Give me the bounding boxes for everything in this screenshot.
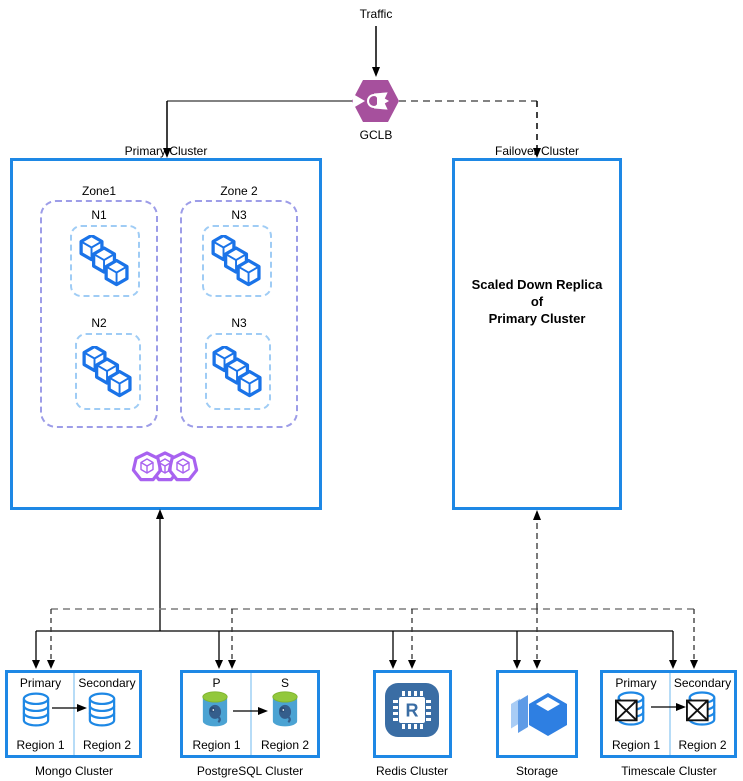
load-balancer-icon (352, 80, 399, 122)
postgres-region2-label: Region 2 (260, 738, 310, 752)
traffic-label: Traffic (359, 7, 393, 21)
timescale-region1-label: Region 1 (611, 738, 661, 752)
timescale-secondary-icon (686, 691, 716, 726)
timescale-cluster-label: Timescale Cluster (621, 764, 717, 778)
node-n3b-box[interactable] (205, 333, 271, 410)
node-n1-box[interactable] (70, 225, 140, 297)
mongo-cluster-box[interactable]: Primary Secondary Region 1 Region 2 (5, 670, 142, 758)
mongo-region1-label: Region 1 (16, 738, 65, 752)
postgres-region1-label: Region 1 (192, 738, 241, 752)
timescale-secondary-label: Secondary (673, 676, 732, 690)
mongo-cluster-label: Mongo Cluster (34, 764, 114, 778)
mongodb-secondary-icon (88, 692, 116, 727)
timescale-primary-icon (615, 691, 645, 726)
mongodb-primary-icon (22, 692, 50, 727)
postgres-p-label: P (212, 676, 221, 690)
kubernetes-hexagons-icon (131, 451, 199, 482)
mongo-secondary-label: Secondary (78, 676, 136, 690)
primary-cluster-box[interactable]: Zone1 N1 N2 (10, 158, 322, 510)
gclb-label: GCLB (359, 128, 393, 142)
zone-1-box[interactable]: N1 N2 (40, 200, 158, 428)
failover-cluster-box[interactable]: Scaled Down Replica of Primary Cluster (452, 158, 622, 510)
redis-cluster-box[interactable]: R (373, 670, 452, 758)
postgres-primary-icon (202, 691, 228, 727)
node-n1-label: N1 (91, 208, 107, 222)
postgresql-cluster-label: PostgreSQL Cluster (196, 764, 304, 778)
failover-body-line1: Scaled Down Replica (471, 277, 603, 292)
postgres-secondary-icon (272, 691, 298, 727)
node-n2-label: N2 (91, 316, 107, 330)
cell-divider (73, 673, 75, 755)
redis-cluster-label: Redis Cluster (375, 764, 449, 778)
node-n3b-label: N3 (231, 316, 247, 330)
storage-box[interactable] (496, 670, 578, 758)
workload-cubes-icon (82, 345, 132, 397)
node-n2-box[interactable] (75, 333, 141, 410)
timescale-region2-label: Region 2 (678, 738, 727, 752)
cell-divider (250, 673, 252, 755)
mongo-region2-label: Region 2 (82, 738, 132, 752)
failover-body-text: Scaled Down Replica of Primary Cluster (455, 276, 619, 327)
cell-divider (669, 673, 671, 755)
failover-body-line3: Primary Cluster (488, 311, 586, 326)
timescale-primary-label: Primary (615, 676, 657, 690)
zone-2-box[interactable]: N3 N3 (180, 200, 298, 428)
workload-cubes-icon (79, 235, 129, 287)
failover-cluster-label: Failover Cluster (494, 144, 580, 158)
zone-1-label: Zone1 (81, 184, 117, 198)
postgresql-cluster-box[interactable]: P S Region 1 Region 2 (180, 670, 320, 758)
postgres-s-label: S (280, 676, 289, 690)
node-n3a-label: N3 (231, 208, 247, 222)
node-n3a-box[interactable] (202, 225, 272, 297)
redis-letter: R (406, 701, 419, 721)
mongo-primary-label: Primary (19, 676, 62, 690)
storage-label: Storage (515, 764, 559, 778)
zone-2-label: Zone 2 (220, 184, 258, 198)
workload-cubes-icon (212, 345, 262, 397)
redis-chip-icon: R (385, 683, 439, 737)
timescale-cluster-box[interactable]: Primary Secondary Region 1 Region 2 (600, 670, 737, 758)
failover-body-line2: of (530, 294, 544, 309)
primary-cluster-label: Primary Cluster (124, 144, 208, 158)
storage-icon (511, 693, 567, 736)
workload-cubes-icon (211, 235, 261, 287)
